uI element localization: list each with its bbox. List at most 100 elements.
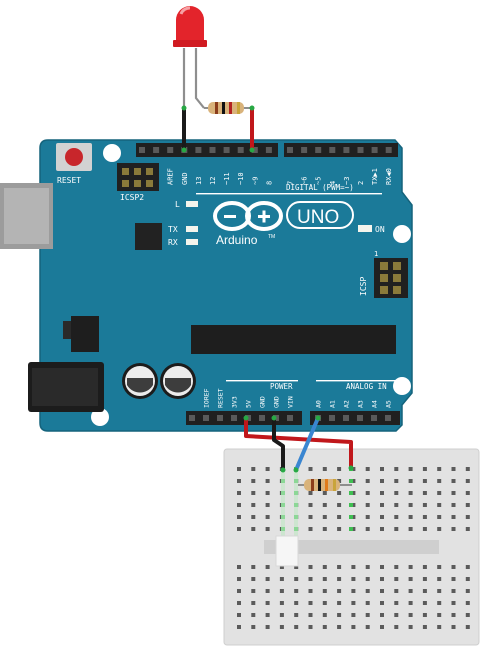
- breadboard-wiring: [243, 415, 354, 491]
- usb-chip: [135, 223, 162, 250]
- trademark-label: TM: [268, 234, 275, 240]
- digital-pin-label: RX◀0: [385, 168, 393, 185]
- icsp2-pin: [122, 168, 129, 175]
- digital-pin-label: 13: [195, 177, 203, 185]
- header-pin-hole: [259, 415, 265, 421]
- icsp2-pin: [146, 168, 153, 175]
- analog-pin-label: A4: [371, 400, 379, 408]
- digital-pin-label: ~11: [223, 172, 231, 185]
- breadboard-center-channel: [264, 540, 439, 554]
- wire-gnd: [272, 416, 285, 472]
- header-pin-hole: [265, 147, 272, 153]
- icsp-pin: [380, 262, 388, 270]
- wire-5v: [244, 416, 353, 470]
- icsp2-pin: [134, 168, 141, 175]
- analog-pin-label: A5: [385, 400, 393, 408]
- header-pin-hole: [343, 147, 350, 153]
- header-pin-hole: [153, 147, 160, 153]
- header-pin-hole: [251, 147, 258, 153]
- header-pin-hole: [315, 147, 322, 153]
- digital-pin-label: 2: [357, 181, 365, 185]
- header-pin-hole: [223, 147, 230, 153]
- digital-pin-label: ~6: [301, 177, 309, 185]
- header-pin-hole: [329, 415, 335, 421]
- digital-pin-label: ~10: [237, 172, 245, 185]
- digital-pin-label: GND: [181, 172, 189, 185]
- resistor-breadboard: [304, 479, 340, 491]
- analog-pin-label: A0: [315, 400, 323, 408]
- breadboard: [223, 448, 480, 646]
- header-pin-hole: [287, 147, 293, 153]
- power-pin-label: VIN: [287, 396, 295, 408]
- led-tx-label: TX: [168, 225, 178, 234]
- power-title: POWER: [270, 382, 293, 391]
- resistor-led: [208, 102, 244, 114]
- header-pin-hole: [343, 415, 349, 421]
- digital-pin-label: 4: [329, 181, 337, 185]
- analog-title: ANALOG IN: [346, 382, 387, 391]
- arduino-logo-icon: [213, 201, 283, 231]
- digital-pin-label: AREF: [167, 168, 175, 185]
- breadboard-component: [275, 535, 299, 567]
- digital-pin-label: 7: [287, 181, 295, 185]
- digital-pin-label: TX▶1: [371, 168, 379, 185]
- uno-badge: [286, 201, 354, 229]
- led-circuit: [173, 6, 255, 153]
- icsp-pin: [393, 286, 401, 294]
- header-pin-hole: [357, 147, 364, 153]
- icsp2-pin: [134, 180, 141, 187]
- mounting-hole: [91, 408, 109, 426]
- power-pin-label: GND: [273, 396, 281, 408]
- digital-pin-label: ~3: [343, 177, 351, 185]
- led-tx: [186, 226, 198, 232]
- analog-pin-label: A1: [329, 400, 337, 408]
- header-pin-hole: [139, 147, 145, 153]
- led-on: [358, 225, 372, 232]
- led-rx: [186, 239, 198, 245]
- voltage-regulator: [63, 316, 99, 352]
- header-pin-hole: [287, 415, 293, 421]
- header-pin-hole: [209, 147, 216, 153]
- red-led: [173, 6, 207, 47]
- capacitor: [160, 363, 196, 399]
- header-pin-hole: [371, 415, 377, 421]
- digital-label: DIGITAL (PWM=~): [286, 183, 354, 192]
- header-pin-hole: [357, 415, 363, 421]
- power-pin-label: GND: [259, 396, 267, 408]
- power-pin-label: IOREF: [203, 388, 211, 408]
- icsp-pin: [393, 262, 401, 270]
- header-pin-hole: [203, 415, 209, 421]
- digital-pin-label: ~5: [315, 177, 323, 185]
- led-on-label: ON: [375, 225, 385, 234]
- analog-header: [310, 411, 400, 425]
- led-l-label: L: [175, 200, 180, 209]
- header-pin-hole: [301, 147, 308, 153]
- header-pin-hole: [195, 147, 202, 153]
- analog-pin-label: A2: [343, 400, 351, 408]
- header-pin-hole: [189, 415, 195, 421]
- header-pin-hole: [385, 147, 392, 153]
- mounting-hole: [103, 144, 121, 162]
- reset-label: RESET: [57, 176, 81, 185]
- led-rx-label: RX: [168, 238, 178, 247]
- mounting-hole: [393, 377, 411, 395]
- header-pin-hole: [217, 415, 223, 421]
- header-pin-hole: [329, 147, 336, 153]
- digital-pin-label: 8: [265, 181, 273, 185]
- power-pin-label: 5V: [245, 400, 253, 408]
- header-pin-hole: [237, 147, 244, 153]
- mounting-hole: [393, 225, 411, 243]
- arduino-uno-board: RESET ICSP2 L TX RX ON Arduino TM UNO: [0, 139, 413, 432]
- icsp-pin: [393, 274, 401, 282]
- led-l: [186, 201, 198, 207]
- digital-header-left: [136, 143, 278, 157]
- wire-a0: [294, 416, 320, 472]
- icsp-label: ICSP: [359, 277, 368, 296]
- icsp2-label: ICSP2: [120, 193, 144, 202]
- digital-header-right: [284, 143, 398, 157]
- header-pin-hole: [167, 147, 174, 153]
- digital-pin-label: 12: [209, 177, 217, 185]
- icsp-pin: [380, 286, 388, 294]
- power-pin-label: 3V3: [231, 396, 239, 408]
